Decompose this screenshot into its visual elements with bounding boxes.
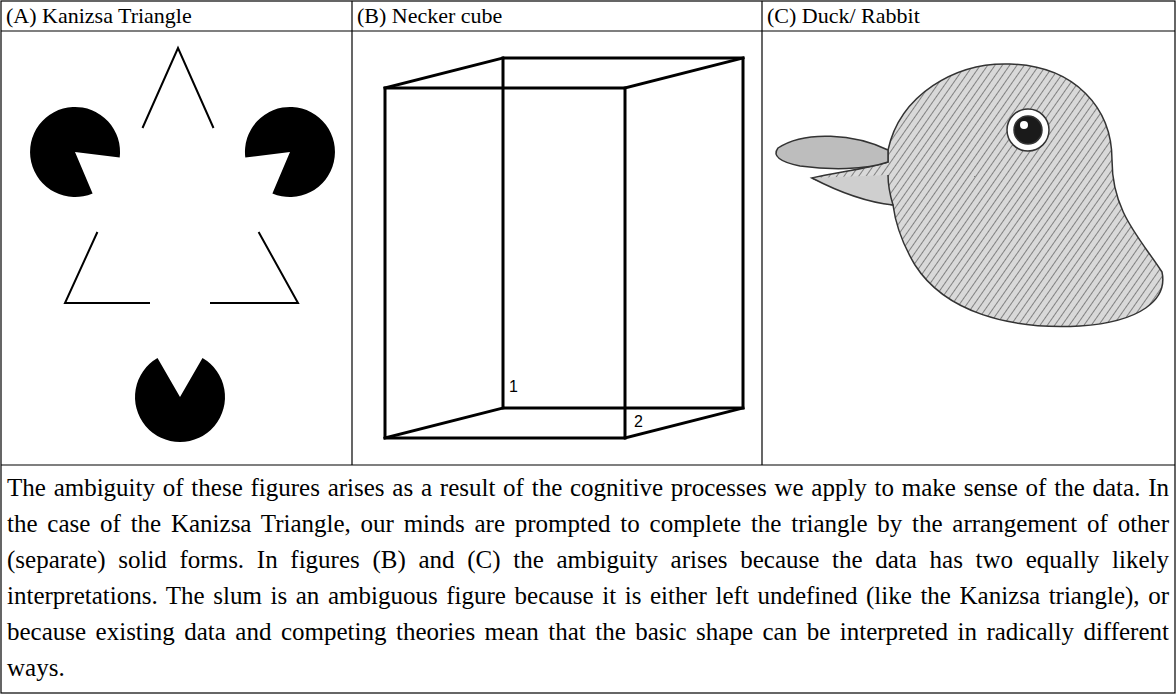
column-heading: (B) Necker cube [357, 4, 502, 28]
duck-rabbit-drawing [776, 64, 1163, 327]
callout-number: 2 [633, 413, 644, 431]
necker-cube [385, 58, 743, 438]
column-heading: (A) Kanizsa Triangle [6, 4, 192, 28]
kanizsa-figure [30, 48, 335, 442]
column-heading: (C) Duck/ Rabbit [767, 4, 920, 28]
figure-caption: The ambiguity of these figures arises as… [7, 470, 1169, 686]
callout-number: 1 [508, 378, 519, 396]
